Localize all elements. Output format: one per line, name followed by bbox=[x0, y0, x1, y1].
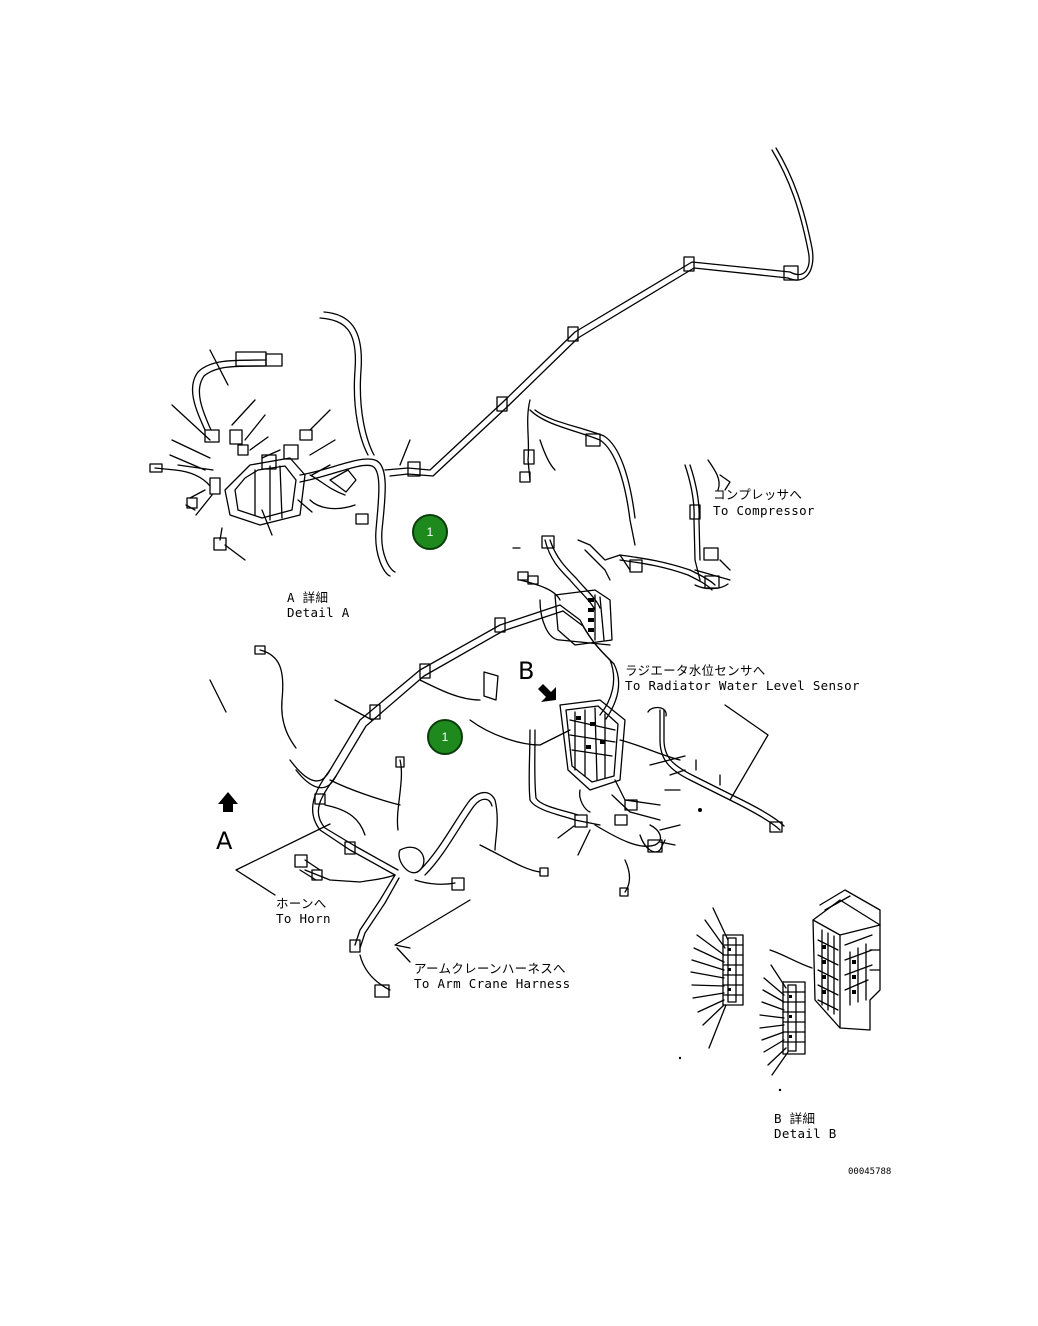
main-harness bbox=[209, 399, 881, 1076]
part-callout-1[interactable]: 1 bbox=[412, 514, 448, 550]
horn-label-jp: ホーンへ bbox=[276, 896, 327, 911]
view-a-marker: A bbox=[216, 827, 233, 855]
armcrane-label-en: To Arm Crane Harness bbox=[414, 976, 571, 991]
view-b-arrow-icon bbox=[538, 684, 556, 702]
detail-b-label-en: Detail B bbox=[774, 1126, 837, 1141]
view-b-marker: B bbox=[518, 657, 535, 685]
view-a-arrow-icon bbox=[218, 792, 238, 812]
compressor-harness bbox=[384, 147, 814, 477]
compressor-label-en: To Compressor bbox=[713, 503, 815, 518]
radiator-label-jp: ラジエータ水位センサへ bbox=[625, 663, 766, 678]
part-callout-1b[interactable]: 1 bbox=[427, 719, 463, 755]
detail-a-label-jp: A 詳細 bbox=[287, 590, 329, 605]
detail-a-harness bbox=[149, 311, 396, 577]
radiator-label-en: To Radiator Water Level Sensor bbox=[625, 678, 860, 693]
horn-label-en: To Horn bbox=[276, 911, 331, 926]
armcrane-label-jp: アームクレーンハーネスへ bbox=[414, 961, 566, 976]
drawing-code: 00045788 bbox=[848, 1167, 892, 1177]
detail-b-label-jp: B 詳細 bbox=[774, 1111, 816, 1126]
compressor-label-jp: コンプレッサへ bbox=[713, 487, 803, 502]
detail-a-label-en: Detail A bbox=[287, 605, 350, 620]
